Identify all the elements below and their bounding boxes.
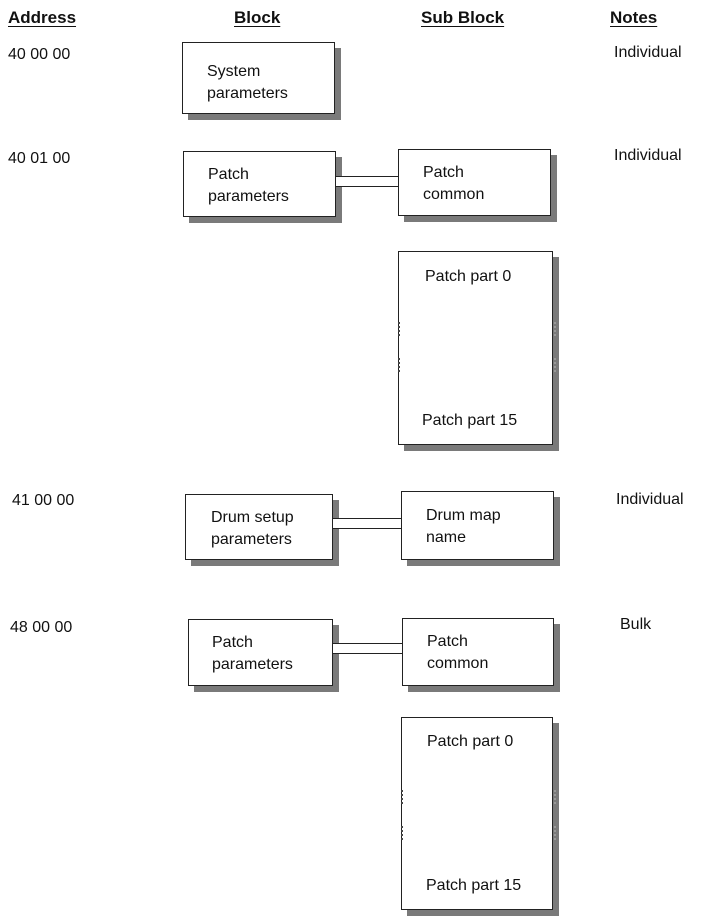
patch-part-first: Patch part 0	[427, 733, 514, 750]
sub-block-label: Patch common	[423, 164, 485, 203]
block-label: Drum setup parameters	[211, 509, 294, 548]
sub-block-patch-common: Patch common	[402, 618, 554, 686]
patch-part-last: Patch part 15	[422, 412, 518, 429]
header-sub-block: Sub Block	[421, 8, 505, 27]
block-patch-parameters: Patch parameters	[183, 151, 336, 217]
continuation-dots	[552, 790, 556, 804]
note-individual: Individual	[614, 44, 682, 61]
address-40-00-00: 40 00 00	[8, 46, 71, 63]
header-block: Block	[234, 8, 281, 27]
block-connector	[336, 176, 399, 187]
block-label: Patch parameters	[208, 166, 289, 205]
patch-part-last: Patch part 15	[426, 877, 522, 894]
patch-part-first: Patch part 0	[425, 268, 512, 285]
block-label: Patch parameters	[212, 634, 293, 673]
sub-block-drum-map-name: Drum map name	[401, 491, 554, 560]
address-48-00-00: 48 00 00	[10, 619, 73, 636]
continuation-dots	[401, 790, 405, 804]
sub-block-label: Drum map name	[426, 507, 501, 546]
continuation-dots	[401, 826, 405, 840]
block-drum-setup-parameters: Drum setup parameters	[185, 494, 333, 560]
block-connector	[333, 518, 402, 529]
block-patch-parameters: Patch parameters	[188, 619, 333, 686]
address-40-01-00: 40 01 00	[8, 150, 71, 167]
continuation-dots	[398, 358, 402, 372]
header-notes: Notes	[610, 8, 658, 27]
header-address: Address	[8, 8, 77, 27]
continuation-dots	[552, 826, 556, 840]
address-41-00-00: 41 00 00	[12, 492, 75, 509]
continuation-dots	[552, 322, 556, 336]
block-connector	[333, 643, 403, 654]
continuation-dots	[398, 322, 402, 336]
sub-block-patch-parts: Patch part 0 Patch part 15	[398, 251, 553, 445]
block-label: System parameters	[207, 63, 288, 102]
note-individual: Individual	[616, 491, 684, 508]
sub-block-label: Patch common	[427, 633, 489, 672]
sub-block-patch-parts: Patch part 0 Patch part 15	[401, 717, 553, 910]
note-individual: Individual	[614, 147, 682, 164]
note-bulk: Bulk	[620, 616, 652, 633]
continuation-dots	[552, 358, 556, 372]
block-system-parameters: System parameters	[182, 42, 335, 114]
sub-block-patch-common: Patch common	[398, 149, 551, 216]
